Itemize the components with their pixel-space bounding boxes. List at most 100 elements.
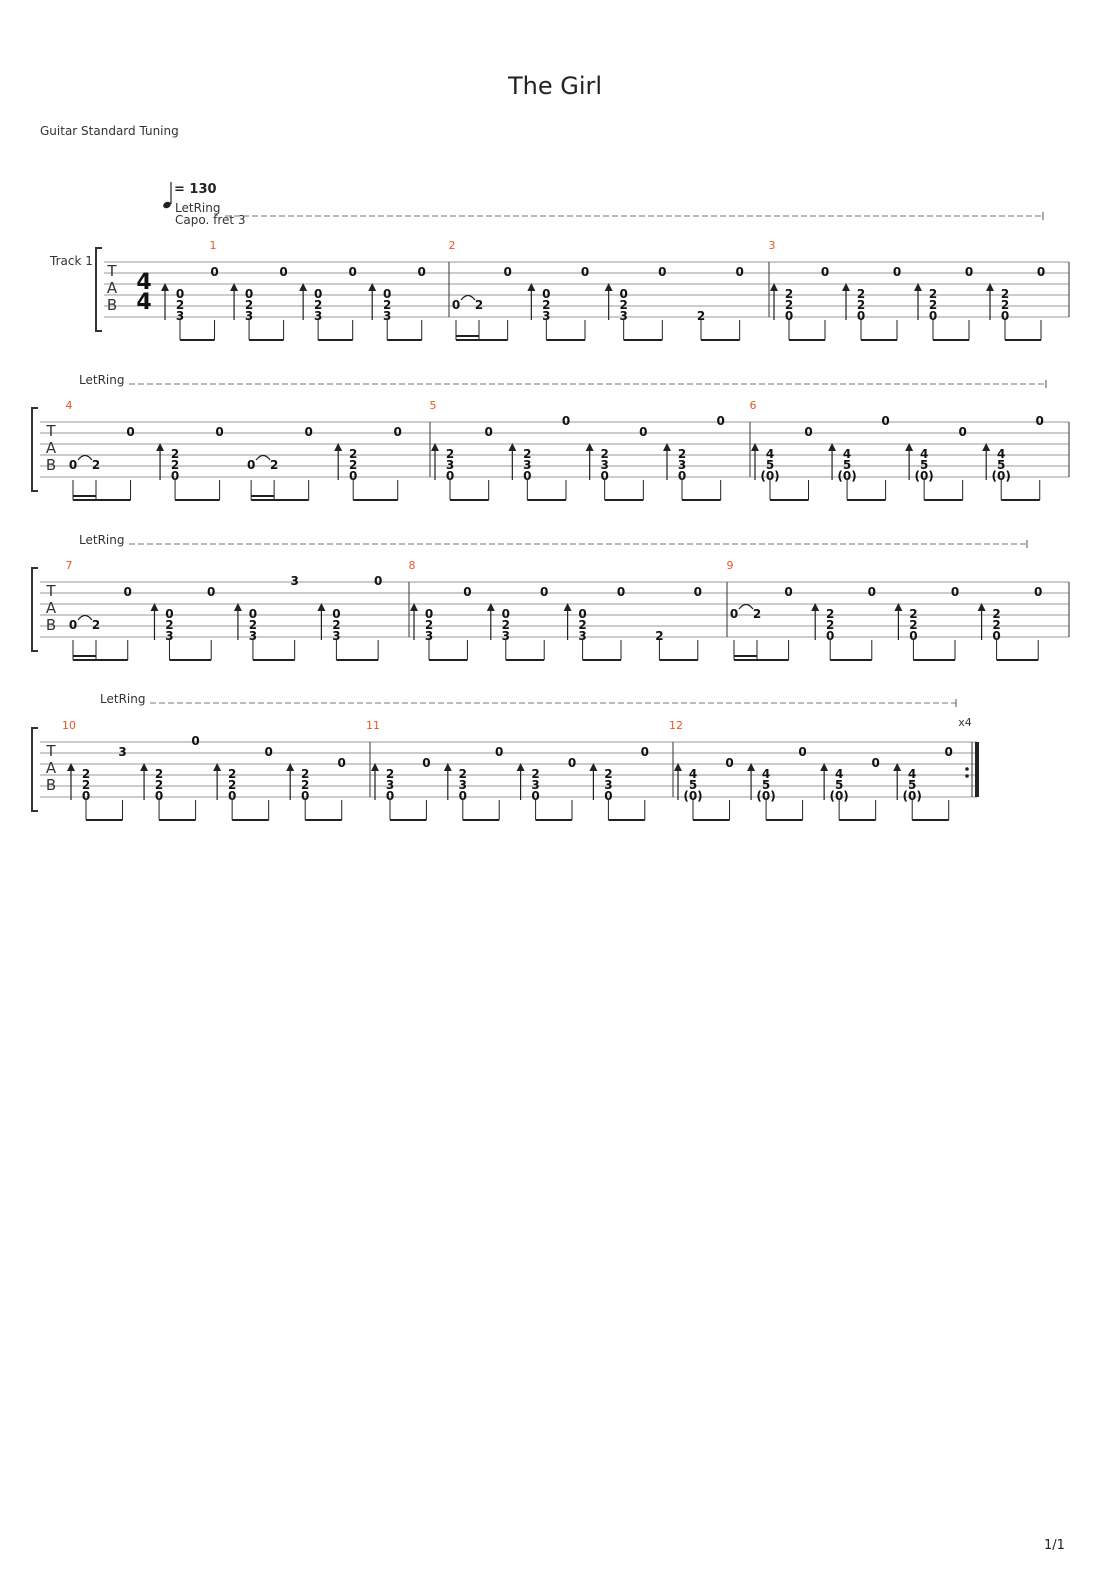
strum-arrow-head: [747, 763, 756, 771]
measure-number: 9: [727, 559, 734, 572]
fret-number: 2: [425, 618, 433, 632]
fret-number: 0: [69, 618, 77, 632]
fret-number: 3: [386, 778, 394, 792]
strum-arrow-head: [811, 603, 820, 611]
fret-number: 4: [908, 767, 916, 781]
fret-number: 2: [1001, 287, 1009, 301]
fret-number: 0: [425, 607, 433, 621]
fret-number: 5: [766, 458, 774, 472]
fret-number: 2: [349, 458, 357, 472]
fret-number: 4: [766, 447, 774, 461]
fret-number: 2: [301, 778, 309, 792]
fret-number: 2: [249, 618, 257, 632]
fret-number: 2: [531, 767, 539, 781]
strum-arrow-head: [674, 763, 682, 771]
fret-number: 0: [540, 585, 548, 599]
fret-number: 2: [992, 607, 1000, 621]
fret-number: 0: [804, 425, 812, 439]
tab-clef-a: A: [46, 439, 57, 457]
fret-number: 3: [446, 458, 454, 472]
fret-number: 0: [826, 629, 834, 643]
fret-number: (0): [992, 469, 1011, 483]
fret-number: 2: [909, 607, 917, 621]
tab-clef-t: T: [45, 582, 56, 600]
measure-number: 12: [669, 719, 683, 732]
fret-number: 0: [678, 469, 686, 483]
fret-number: 0: [1034, 585, 1042, 599]
strum-arrow-head: [589, 763, 598, 771]
fret-number: 0: [1037, 265, 1045, 279]
fret-number: 3: [290, 574, 298, 588]
strum-arrow-head: [508, 443, 517, 451]
fret-number: 2: [82, 767, 90, 781]
tab-clef-a: A: [46, 759, 57, 777]
tab-clef-b: B: [46, 456, 56, 474]
fret-number: 0: [338, 756, 346, 770]
strum-arrow-head: [982, 443, 991, 451]
fret-number: 3: [383, 309, 391, 323]
hammer-on-slur: [77, 614, 93, 621]
measure-number: 6: [750, 399, 757, 412]
strum-arrow-head: [410, 603, 418, 611]
system-bracket: [95, 247, 102, 332]
strum-arrow-head: [585, 443, 594, 451]
strum-arrow-head: [67, 763, 75, 771]
fret-number: 0: [69, 458, 77, 472]
fret-number: 0: [191, 734, 199, 748]
fret-number: 2: [826, 618, 834, 632]
fret-number: 2: [446, 447, 454, 461]
fret-number: 4: [762, 767, 770, 781]
fret-number: 0: [176, 287, 184, 301]
fret-number: 0: [82, 789, 90, 803]
fret-number: 3: [176, 309, 184, 323]
fret-number: 4: [835, 767, 843, 781]
tempo-marking: = 130: [174, 182, 217, 197]
fret-number: 3: [249, 629, 257, 643]
fret-number: 0: [945, 745, 953, 759]
fret-number: 0: [617, 585, 625, 599]
fret-number: 0: [958, 425, 966, 439]
fret-number: 2: [383, 298, 391, 312]
fret-number: 3: [502, 629, 510, 643]
capo-marking: Capo. fret 3: [175, 213, 246, 227]
tuning-label: Guitar Standard Tuning: [40, 124, 179, 138]
fret-number: 0: [207, 585, 215, 599]
fret-number: 0: [349, 469, 357, 483]
strum-arrow-head: [751, 443, 759, 451]
fret-number: 4: [843, 447, 851, 461]
hammer-on-slur: [255, 454, 271, 461]
fret-number: 2: [165, 618, 173, 632]
fret-number: 2: [314, 298, 322, 312]
fret-number: 2: [349, 447, 357, 461]
fret-number: 2: [909, 618, 917, 632]
strum-arrow-head: [893, 763, 902, 771]
strum-arrow-head: [286, 763, 295, 771]
fret-number: 3: [245, 309, 253, 323]
fret-number: 2: [475, 298, 483, 312]
fret-number: 2: [502, 618, 510, 632]
fret-number: 5: [908, 778, 916, 792]
fret-number: 3: [523, 458, 531, 472]
fret-number: 0: [581, 265, 589, 279]
fret-number: 0: [463, 585, 471, 599]
tempo-note-icon: [163, 201, 171, 209]
fret-number: 0: [383, 287, 391, 301]
fret-number: 0: [868, 585, 876, 599]
fret-number: 2: [619, 298, 627, 312]
fret-number: 0: [422, 756, 430, 770]
fret-number: 0: [1036, 414, 1044, 428]
strum-arrow-head: [977, 603, 986, 611]
strum-arrow-head: [156, 443, 165, 451]
strum-arrow-head: [233, 603, 242, 611]
repeat-bar-thick: [975, 742, 979, 797]
measure-number: 11: [366, 719, 380, 732]
strum-arrow-head: [140, 763, 149, 771]
fret-number: 0: [418, 265, 426, 279]
fret-number: 3: [118, 745, 126, 759]
fret-number: 2: [697, 309, 705, 323]
fret-number: 2: [542, 298, 550, 312]
fret-number: 0: [639, 425, 647, 439]
fret-number: 2: [785, 298, 793, 312]
fret-number: 3: [332, 629, 340, 643]
